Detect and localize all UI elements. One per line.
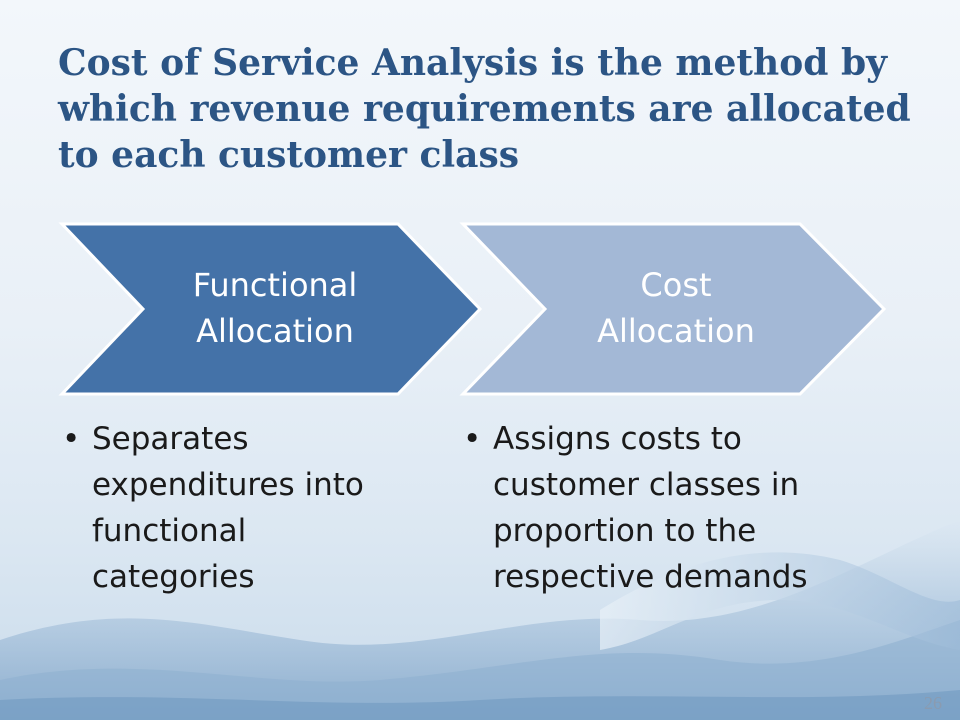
functional-allocation-bullets: Separates expenditures into functional c… — [62, 416, 392, 600]
chevron-cost-allocation — [459, 222, 887, 396]
water-wave-mid — [0, 620, 960, 720]
chevron-functional-allocation — [58, 222, 483, 396]
water-wave-front — [0, 690, 960, 720]
cost-allocation-label: Cost Allocation — [597, 266, 755, 350]
page-number: 26 — [924, 693, 942, 713]
functional-allocation-label: Functional Allocation — [192, 266, 358, 350]
cost-allocation-bullets: Assigns costs to customer classes in pro… — [463, 416, 813, 600]
bullet-item: Separates expenditures into functional c… — [62, 416, 392, 600]
slide-title: Cost of Service Analysis is the method b… — [58, 42, 911, 176]
bullet-item: Assigns costs to customer classes in pro… — [463, 416, 813, 600]
